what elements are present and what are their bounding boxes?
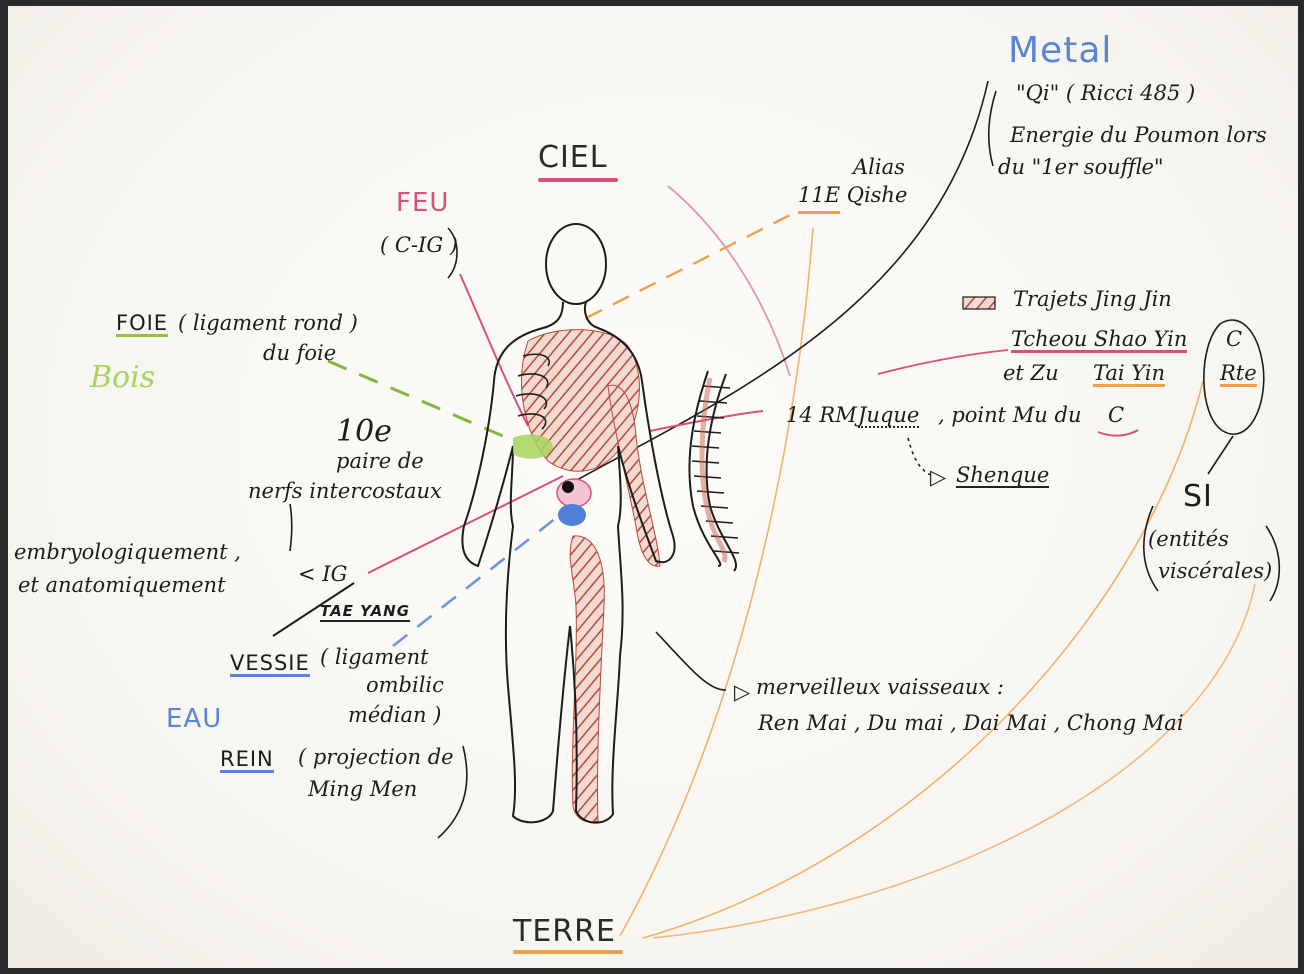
paper-sheet: Metal "Qi" ( Ricci 485 ) Energie du Poum… xyxy=(8,6,1298,968)
label-median: médian ) xyxy=(348,704,441,726)
label-anatom: et anatomiquement xyxy=(18,574,226,596)
label-trajets: Trajets Jing Jin xyxy=(1013,288,1172,310)
label-terre: TERRE xyxy=(513,916,616,948)
shenque-arrow: ▷ xyxy=(930,466,946,488)
label-ombilic: ombilic xyxy=(366,674,444,696)
label-tae-yang: TAE YANG xyxy=(320,604,410,622)
label-rm14: 14 RM xyxy=(786,404,857,426)
label-ligament-v: ( ligament xyxy=(320,646,429,668)
orange-arc-left xyxy=(620,228,813,936)
legend-hatch-swatch xyxy=(963,297,995,309)
label-du-foie: du foie xyxy=(263,342,336,364)
label-juque: Juque xyxy=(858,404,919,428)
black-line-nerfs xyxy=(290,504,292,551)
navel-ring xyxy=(557,479,591,507)
label-vaisseaux-list: Ren Mai , Du mai , Dai Mai , Chong Mai xyxy=(758,712,1184,734)
label-embryo: embryologiquement , xyxy=(14,541,241,563)
label-dixieme: 10e xyxy=(336,416,392,448)
pink-arc-ciel xyxy=(668,186,790,376)
label-merveilleux: merveilleux vaisseaux : xyxy=(756,676,1004,698)
blue-dashed-vessie xyxy=(393,518,556,646)
label-qi: "Qi" ( Ricci 485 ) xyxy=(1016,82,1195,104)
label-premier-souffle: du "1er souffle" xyxy=(998,156,1164,178)
label-lt-ig: < IG xyxy=(298,563,347,585)
label-point-mu: , point Mu du xyxy=(938,404,1081,426)
black-line-pointer xyxy=(656,632,726,690)
ile-underline xyxy=(798,211,840,214)
hatched-leg-channel xyxy=(570,536,604,822)
label-ile-qishe: 11E Qishe xyxy=(798,184,907,206)
label-ligament-rond: ( ligament rond ) xyxy=(178,312,358,334)
label-tcheou: Tcheou Shao Yin xyxy=(1011,328,1187,353)
orange-dashed-qishe xyxy=(586,211,798,318)
label-metal: Metal xyxy=(1008,32,1112,70)
label-c-mu: C xyxy=(1108,404,1124,426)
black-line-si xyxy=(1208,436,1233,474)
ciel-underline xyxy=(538,178,618,182)
pink-underline-c xyxy=(1098,430,1138,436)
head-outline xyxy=(546,224,606,304)
orange-arc-right xyxy=(643,381,1203,938)
label-bois: Bois xyxy=(90,362,155,394)
label-shenque: Shenque xyxy=(956,464,1049,488)
label-feu: FEU xyxy=(396,190,449,217)
bladder-blob xyxy=(558,504,586,526)
black-arc-metal-bracket xyxy=(989,91,996,166)
spine-drawing xyxy=(689,371,739,571)
label-viscerales: viscérales) xyxy=(1158,560,1272,582)
pink-line-tcheou xyxy=(878,350,1008,374)
navel-point xyxy=(562,481,574,493)
label-alias: Alias xyxy=(853,156,905,178)
label-nerfs: nerfs intercostaux xyxy=(248,480,442,502)
merveilleux-arrow: ▷ xyxy=(734,681,750,703)
body-diagram xyxy=(8,6,1298,968)
label-rein: REIN xyxy=(220,748,274,773)
label-foie: FOIE xyxy=(116,312,168,337)
terre-underline xyxy=(513,950,623,954)
label-paire-de: paire de xyxy=(336,450,424,472)
label-eau: EAU xyxy=(166,706,222,733)
label-energie: Energie du Poumon lors xyxy=(1010,124,1267,146)
label-c-right: C xyxy=(1226,328,1242,350)
orange-arc-si xyxy=(653,584,1255,938)
pink-line-feu xyxy=(460,274,528,426)
label-vessie: VESSIE xyxy=(230,652,310,677)
label-et-zu: et Zu xyxy=(1003,362,1059,384)
label-projection: ( projection de xyxy=(298,746,454,768)
label-ming-men: Ming Men xyxy=(308,778,417,800)
label-rte: Rte xyxy=(1220,362,1257,387)
label-ciel: CIEL xyxy=(538,142,607,174)
label-si: SI xyxy=(1183,481,1213,513)
label-c-ig: ( C-IG ) xyxy=(380,234,458,256)
label-entites: (entités xyxy=(1148,528,1229,550)
label-tai-yin: Tai Yin xyxy=(1093,362,1165,387)
